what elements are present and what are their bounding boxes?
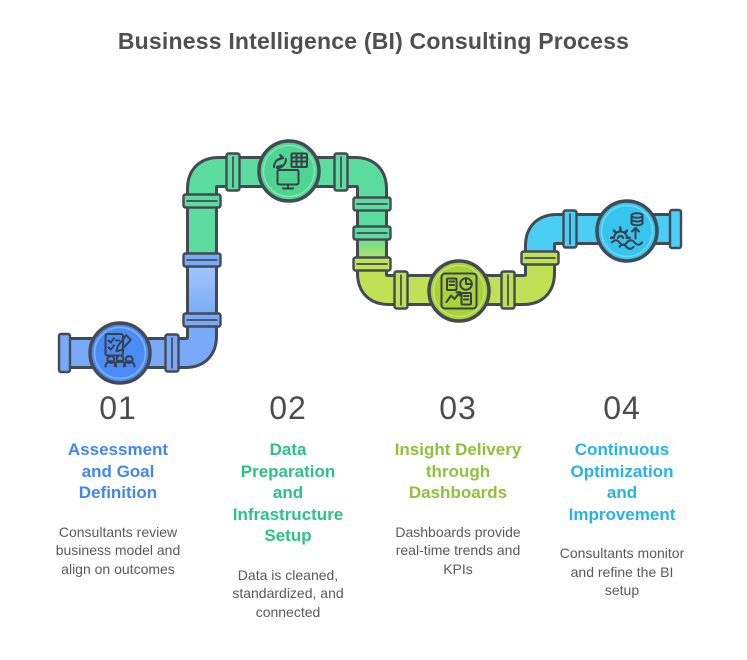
page-title: Business Intelligence (BI) Consulting Pr… bbox=[117, 28, 630, 54]
dashboard-charts-icon bbox=[440, 272, 478, 310]
stage-description: Data is cleaned, standardized, and conne… bbox=[232, 566, 344, 620]
stage-column-1: 01 Assessment and Goal Definition Consul… bbox=[38, 392, 198, 578]
stage-2-node bbox=[257, 139, 321, 203]
stage-column-4: 04 Continuous Optimization and Improveme… bbox=[542, 392, 702, 600]
stage-1-node bbox=[88, 321, 152, 385]
stage-number: 04 bbox=[603, 390, 641, 426]
stage-heading: Assessment and Goal Definition bbox=[67, 440, 169, 502]
stage-heading: Continuous Optimization and Improvement bbox=[568, 440, 676, 524]
pipe-stage-1 bbox=[64, 318, 215, 366]
clipboard-review-team-icon bbox=[104, 333, 136, 368]
stage-number: 01 bbox=[99, 390, 137, 426]
data-sync-infrastructure-icon bbox=[273, 152, 308, 190]
stage-description: Consultants review business model and al… bbox=[55, 523, 181, 577]
pipe-stage-4 bbox=[527, 216, 677, 260]
stage-number: 02 bbox=[269, 390, 307, 426]
stage-4-node bbox=[595, 199, 659, 263]
pipe-flange bbox=[164, 152, 578, 373]
stage-column-2: 02 Data Preparation and Infrastructure S… bbox=[208, 392, 368, 621]
pipe-endcap bbox=[57, 208, 683, 374]
database-optimization-icon bbox=[609, 212, 644, 250]
stage-heading: Data Preparation and Infrastructure Setu… bbox=[232, 440, 344, 545]
pipeline-diagram bbox=[57, 139, 683, 385]
pipe-flange bbox=[182, 193, 560, 328]
stage-3-node bbox=[427, 259, 491, 323]
stage-column-3: 03 Insight Delivery through Dashboards D… bbox=[378, 392, 538, 578]
stage-description: Consultants monitor and refine the BI se… bbox=[559, 545, 685, 598]
stage-description: Dashboards provide real-time trends and … bbox=[395, 523, 521, 577]
stage-number: 03 bbox=[439, 390, 477, 426]
stage-heading: Insight Delivery through Dashboards bbox=[394, 440, 522, 502]
